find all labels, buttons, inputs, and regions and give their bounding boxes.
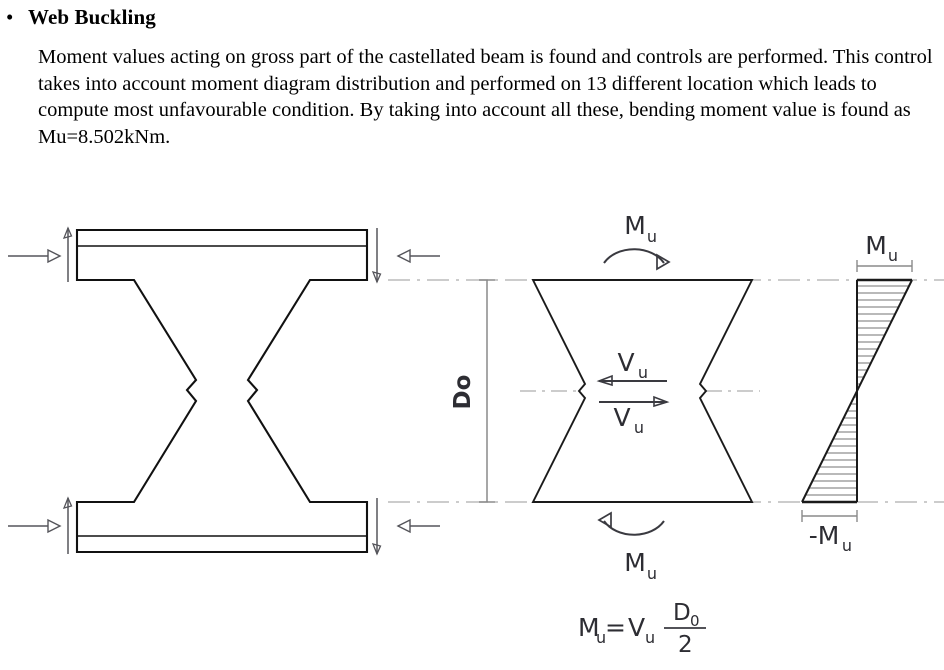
castellated-beam-section xyxy=(8,226,440,556)
formula-lhs-sub: u xyxy=(596,628,606,647)
moment-top-label: M xyxy=(624,211,646,240)
negative-moment-label: -M xyxy=(809,521,840,550)
left-top-tick-icon xyxy=(62,226,73,239)
moment-bottom-arc-icon xyxy=(603,520,665,536)
beam-outline xyxy=(75,228,369,554)
moment-formula: M u = V u D 0 2 xyxy=(578,600,706,658)
free-body-outline xyxy=(531,279,754,503)
moment-bottom-arrowhead-icon xyxy=(597,511,612,529)
formula-denominator: 2 xyxy=(678,632,693,658)
right-bottom-force-arrow-icon xyxy=(396,518,411,534)
formula-lhs: M xyxy=(578,613,600,642)
left-bottom-force-arrow-icon xyxy=(47,518,62,534)
shear-top-arrowhead-icon xyxy=(596,374,613,387)
right-bottom-tick-icon xyxy=(371,543,382,556)
positive-moment-label: M xyxy=(865,231,887,260)
depth-dimension: Do xyxy=(450,279,495,503)
moment-curve xyxy=(801,279,913,503)
bullet-heading-row: • Web Buckling xyxy=(6,4,936,30)
shear-bottom-label: V xyxy=(613,403,630,432)
formula-numerator: D xyxy=(673,600,691,626)
right-top-force-arrow-icon xyxy=(396,248,411,264)
figure-container: Do M u M u V u xyxy=(0,196,944,670)
left-top-force-arrow-icon xyxy=(47,248,62,264)
moment-bottom-label: M xyxy=(624,548,646,577)
formula-equals: = xyxy=(605,613,626,642)
right-top-tick-icon xyxy=(371,271,382,284)
body-paragraph: Moment values acting on gross part of th… xyxy=(38,46,933,148)
moment-bottom-sub: u xyxy=(647,564,657,583)
free-body-diagram: M u M u V u V u xyxy=(531,211,754,583)
moment-top-arrowhead-icon xyxy=(656,253,671,271)
shear-bottom-sub: u xyxy=(634,418,644,437)
shear-top-label: V xyxy=(617,348,634,377)
formula-numerator-sub: 0 xyxy=(690,612,700,630)
bending-moment-diagram: M u -M u xyxy=(801,231,913,555)
moment-top-arc-icon xyxy=(603,248,665,264)
left-bottom-tick-icon xyxy=(62,496,73,509)
shear-top-sub: u xyxy=(638,363,648,382)
shear-bottom-arrowhead-icon xyxy=(653,395,670,408)
moment-top-sub: u xyxy=(647,227,657,246)
depth-label: Do xyxy=(450,375,476,410)
formula-shear-sub: u xyxy=(645,628,655,647)
positive-moment-sub: u xyxy=(888,246,898,265)
formula-shear: V xyxy=(628,613,645,642)
bullet-icon: • xyxy=(6,5,14,29)
negative-moment-sub: u xyxy=(842,536,852,555)
page-title: Web Buckling xyxy=(28,5,156,29)
